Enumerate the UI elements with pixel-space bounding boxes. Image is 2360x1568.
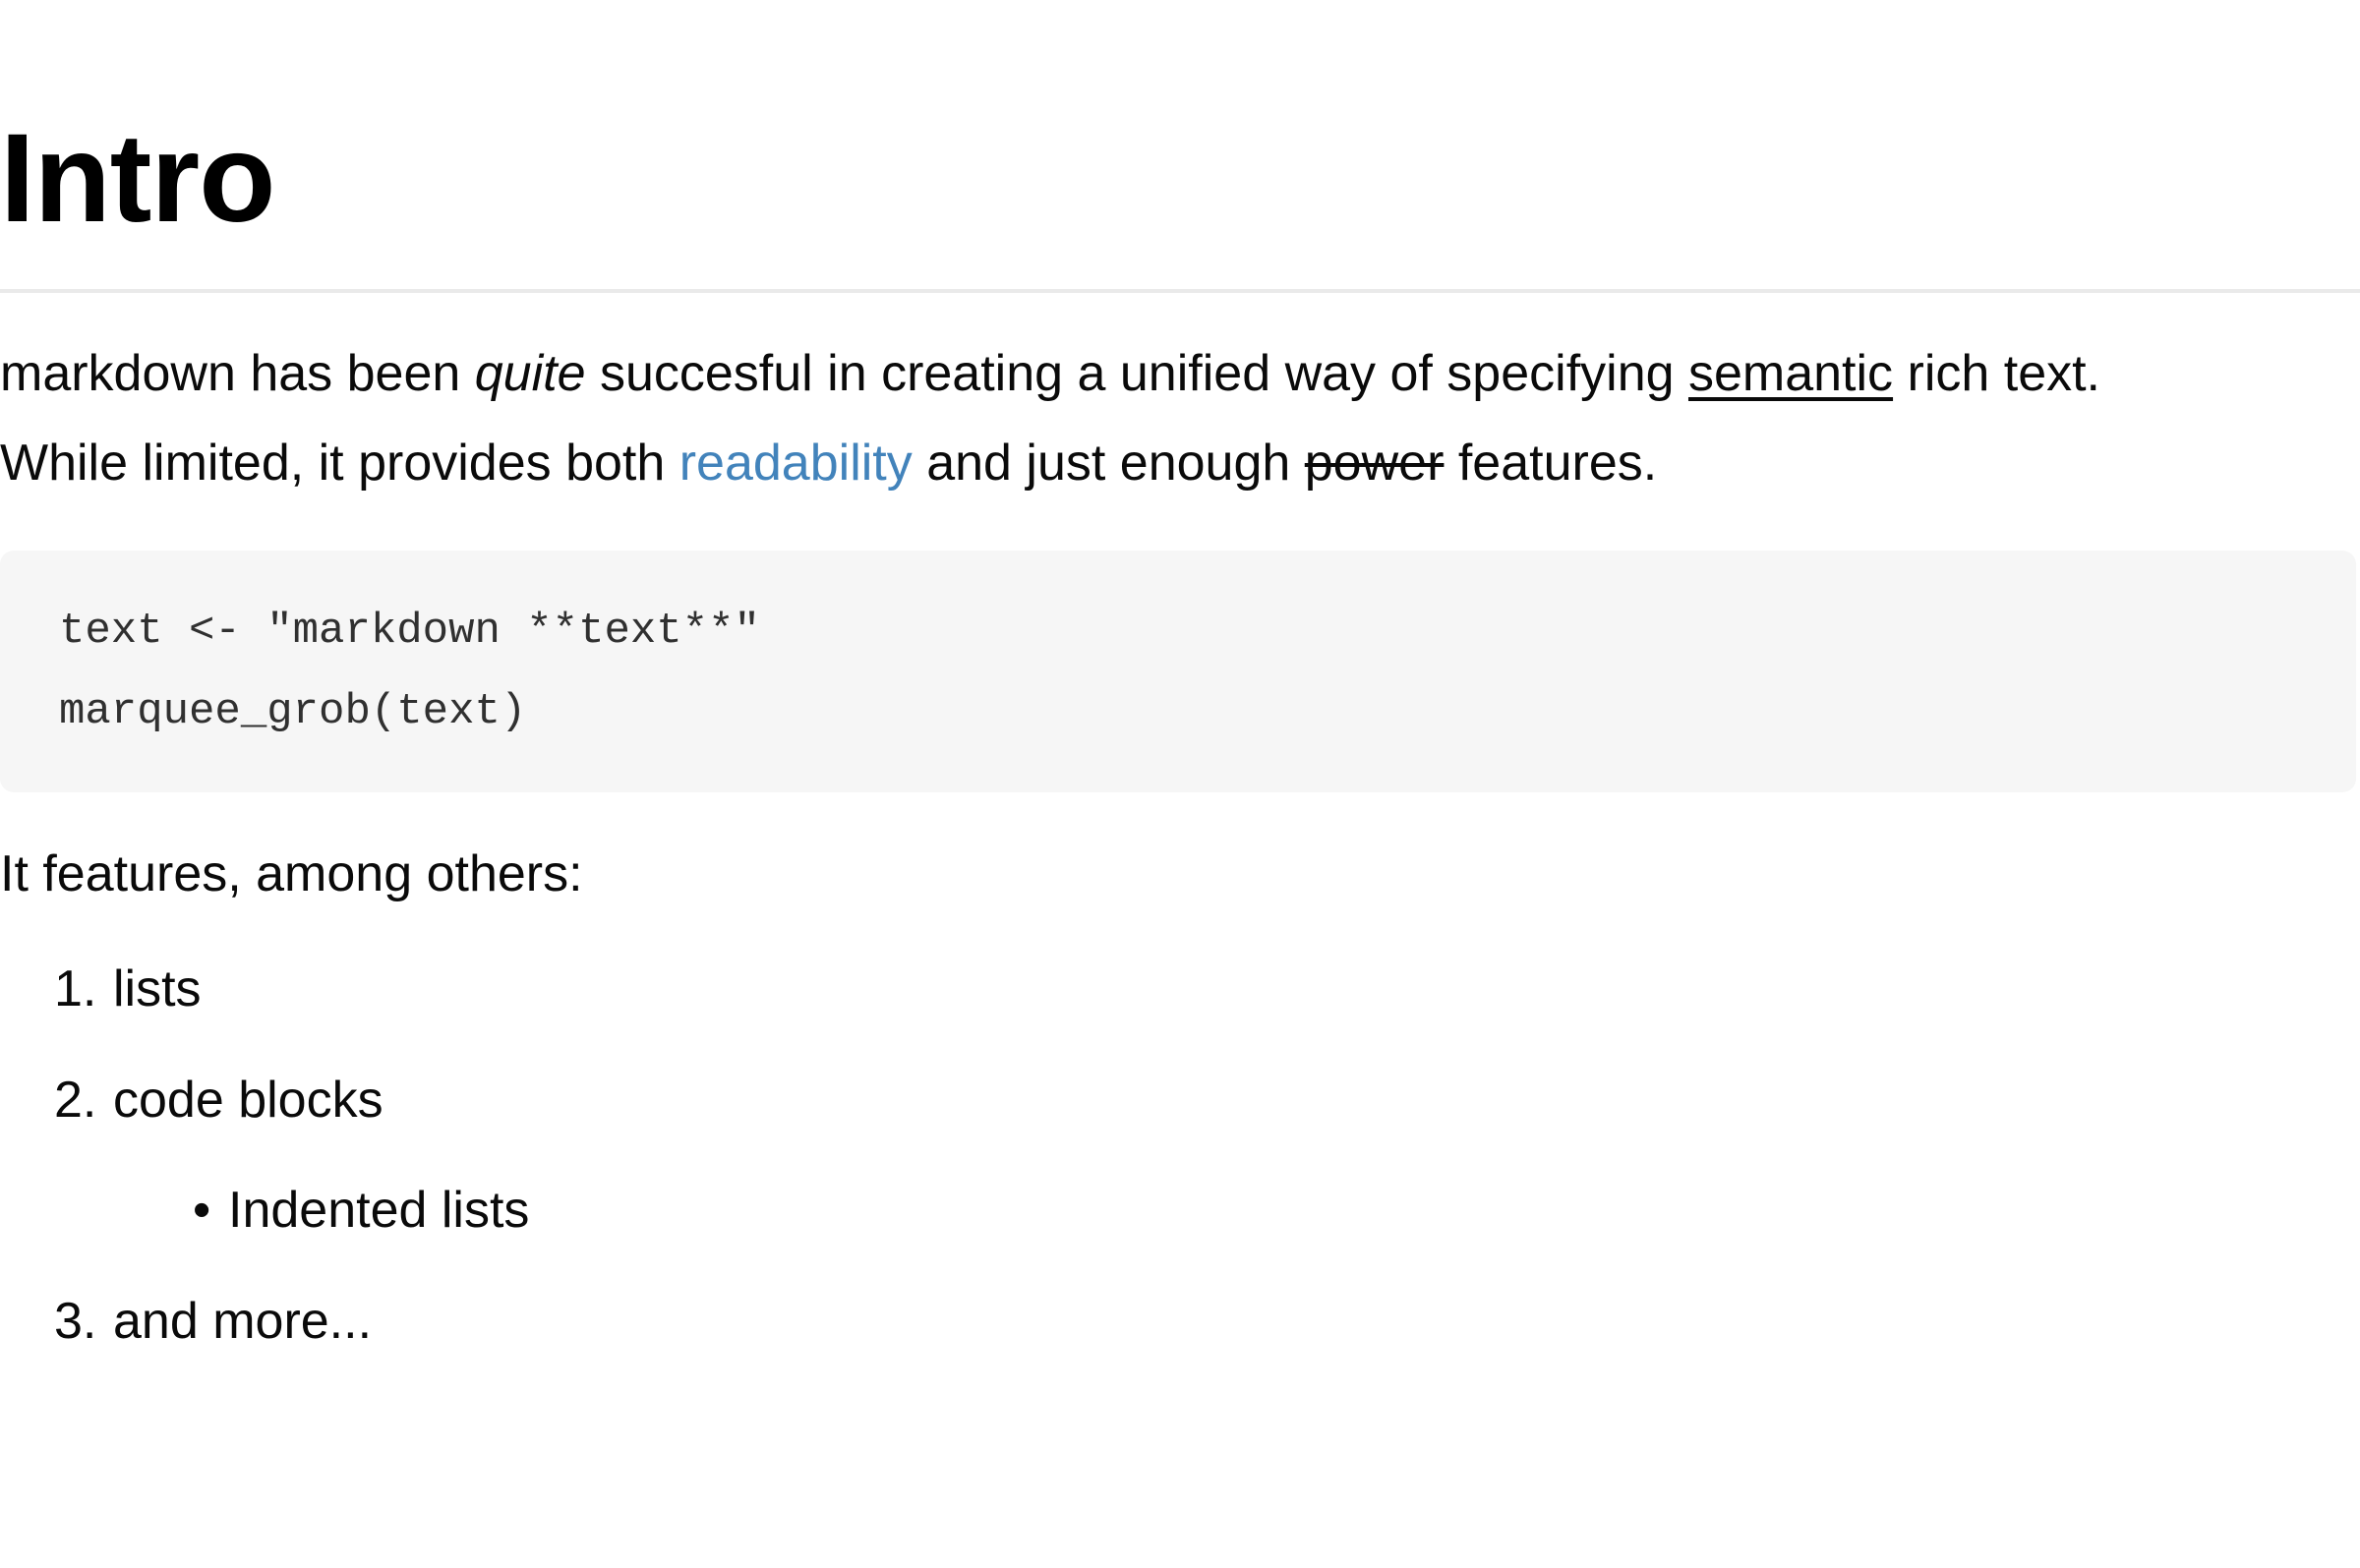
code-line-1: text <- "markdown **text**"	[59, 607, 760, 656]
list-item-lists: 1. lists	[0, 945, 2360, 1034]
list-item-label: and more...	[113, 1293, 373, 1350]
list-item-and-more: 3. and more...	[0, 1277, 2360, 1366]
list-number-2: 2.	[54, 1072, 97, 1129]
list-item-label: code blocks	[113, 1072, 384, 1129]
nested-list-item-indented-lists: • Indented lists	[113, 1166, 2360, 1255]
intro-text-5: and just enough	[912, 435, 1305, 492]
readability-link[interactable]: readability	[678, 435, 913, 492]
list-number-1: 1.	[54, 960, 97, 1017]
underlined-semantic: semantic	[1687, 345, 1894, 402]
markdown-document: Intro markdown has been quite succesful …	[0, 111, 2360, 1568]
code-block: text <- "markdown **text**" marquee_grob(…	[0, 551, 2356, 792]
intro-paragraph: markdown has been quite succesful in cre…	[0, 329, 2360, 508]
code-line-2: marquee_grob(text)	[59, 687, 527, 736]
intro-text-4: While limited, it provides both	[0, 435, 679, 492]
features-ordered-list: 1. lists 2. code blocks • Indented lists 3.…	[0, 945, 2360, 1366]
list-item-label: lists	[113, 960, 202, 1017]
list-number-3: 3.	[54, 1293, 97, 1350]
italic-quite: quite	[474, 345, 586, 402]
features-intro-paragraph: It features, among others:	[0, 845, 583, 902]
heading-divider	[0, 289, 2360, 293]
strikethrough-power: power	[1304, 435, 1445, 492]
bullet-icon: •	[193, 1182, 211, 1239]
intro-text-2: succesful in creating a unified way of s…	[585, 345, 1688, 402]
intro-text-3: rich text.	[1893, 345, 2101, 402]
nested-bullet-list: • Indented lists	[113, 1166, 2360, 1255]
nested-list-item-label: Indented lists	[228, 1182, 530, 1239]
intro-text-1: markdown has been	[0, 345, 475, 402]
intro-text-6: features.	[1444, 435, 1658, 492]
list-item-code-blocks: 2. code blocks • Indented lists	[0, 1056, 2360, 1255]
page-title: Intro	[0, 108, 275, 249]
